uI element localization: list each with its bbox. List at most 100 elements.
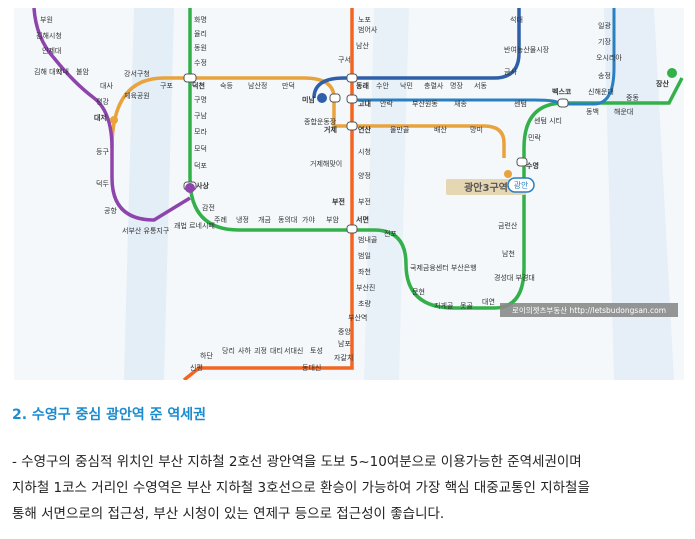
- station-nakmin: 낙민: [400, 81, 413, 90]
- station-seomyeon: 서면: [356, 215, 369, 224]
- station-sasang: 사상: [196, 181, 209, 190]
- station-moran: 모라: [194, 127, 207, 136]
- station-nampo: 남포: [338, 339, 351, 348]
- line3-marker: [110, 116, 118, 124]
- station-busanjin: 범내골: [358, 235, 378, 244]
- station-busanjin2: 부산진: [356, 283, 375, 292]
- station-buam: 부암: [326, 216, 339, 224]
- station-gyodae: 고대: [358, 99, 371, 108]
- station-jeonpo: 전포: [384, 229, 397, 238]
- station-ilgwang: 일광: [598, 21, 611, 30]
- station-jaesong: 재송: [454, 100, 467, 108]
- station-inje: 인제대: [42, 46, 61, 55]
- interchange-bexco: [557, 98, 569, 108]
- station-geumsa: 금사: [504, 67, 517, 76]
- station-hwamyeong: 화명: [194, 15, 207, 24]
- station-jagalchi: 자갈치: [334, 353, 353, 362]
- station-myeongjang: 명장: [450, 81, 463, 90]
- station-gimhae-daehak: 김해 대학: [34, 67, 63, 76]
- station-bujeon-dong: 부전: [358, 197, 371, 206]
- station-seodaesin: 서대신: [284, 346, 303, 355]
- station-sujeong: 수정: [194, 58, 207, 67]
- station-dangri: 당리: [222, 346, 235, 355]
- station-osiria: 오시리아: [596, 53, 622, 62]
- station-busanwondong: 부산원동: [412, 99, 438, 108]
- station-jungang: 중앙: [338, 328, 351, 336]
- map-watermark: 로이의젯츠부동산 http://letsbudongsan.com: [512, 305, 666, 315]
- station-sinhae: 신해운대: [588, 87, 614, 96]
- station-bexco: 벡스코: [552, 87, 572, 96]
- station-dongrae: 동래: [356, 81, 369, 90]
- station-millak: 민락: [528, 133, 541, 142]
- station-yeonsan: 연산: [358, 125, 371, 134]
- station-dongdaesin: 동대신: [302, 363, 321, 372]
- station-geumnyeon: 금련산: [498, 221, 518, 230]
- station-seonbyeon: 센텀: [514, 99, 527, 108]
- station-gumyeong: 구명: [194, 95, 207, 104]
- station-jangsan: 장산: [656, 79, 669, 88]
- interchange-dongrae: [346, 73, 358, 83]
- station-gimhae-sicheong: 김해시청: [36, 31, 62, 40]
- station-namsan: 남산: [356, 41, 369, 50]
- station-seokdae: 석대: [510, 15, 523, 24]
- station-saha: 사하: [238, 346, 251, 355]
- station-daejeo: 대저: [94, 113, 107, 122]
- station-seobusan: 서부산 유통지구: [122, 226, 170, 235]
- station-gunam: 구남: [194, 111, 207, 120]
- station-motgol: 못골: [460, 302, 473, 310]
- station-deokdu: 덕두: [96, 179, 109, 188]
- station-gonghang: 공항: [104, 206, 117, 215]
- station-bujeon: 부전: [332, 197, 345, 206]
- interchange-yeonsan: [346, 121, 358, 131]
- station-daesa: 대사: [100, 81, 113, 90]
- busan-gimhae-marker: [185, 183, 195, 193]
- station-gupo: 구포: [160, 82, 173, 90]
- station-suan: 수안: [376, 81, 389, 90]
- station-kyungsung: 경성대 부경대: [494, 273, 535, 282]
- station-myeonggeun: 범일: [358, 251, 371, 260]
- station-gangseo: 강서구청: [124, 69, 150, 78]
- station-banyeo: 반여농산물시장: [504, 45, 550, 54]
- interchange-suyeong: [516, 157, 528, 167]
- station-naengjeong: 냉정: [236, 215, 249, 224]
- station-jiraek: 지내: [56, 67, 69, 76]
- station-munhyeon: 문현: [412, 288, 425, 296]
- station-jigegol: 지게골: [434, 301, 454, 310]
- station-cheongdam: 체육공원: [124, 91, 150, 100]
- station-haeundae: 해운대: [614, 107, 633, 116]
- station-toseong: 토성: [310, 346, 323, 355]
- station-deungu: 등구: [96, 148, 109, 156]
- station-pyeonggang: 평강: [96, 97, 109, 106]
- station-jurye: 주례: [214, 215, 227, 224]
- station-dongui: 동의대: [278, 215, 297, 224]
- station-gukje: 국제금융센터 부산은행: [410, 263, 477, 272]
- station-dongbaek: 동백: [586, 107, 599, 116]
- station-suyeong: 수영: [526, 161, 539, 170]
- station-deokpo: 덕포: [194, 161, 207, 170]
- station-anrak: 안락: [380, 99, 393, 108]
- station-gaya: 가야: [302, 215, 315, 224]
- station-sinpyeong: 신평: [190, 363, 203, 372]
- station-jungdong: 중동: [626, 94, 639, 102]
- gwangan-dot: [504, 170, 512, 178]
- station-geoje: 거제: [324, 125, 337, 134]
- section-title: 2. 수영구 중심 광안역 준 역세권: [12, 407, 206, 423]
- line4-marker: [317, 93, 327, 103]
- section-paragraph: - 수영구의 중심적 위치인 부산 지하철 2호선 광안역을 도보 5~10여분…: [12, 449, 687, 527]
- interchange-minam: [329, 93, 341, 103]
- paragraph-line-3: 통해 서면으로의 접근성, 부산 시청이 있는 연제구 등으로 접근성이 좋습니…: [12, 506, 445, 522]
- station-songjeong: 송정: [598, 71, 611, 80]
- station-baesan: 배산: [434, 125, 447, 134]
- line2-terminus-marker: [667, 68, 677, 78]
- station-namcheon: 남천: [502, 249, 515, 258]
- station-gamjeon: 감전: [202, 203, 215, 212]
- station-namsanjeong: 남산정: [248, 81, 267, 90]
- station-goejeong: 괴정: [254, 346, 267, 355]
- gwangan-badge: 광안: [514, 180, 529, 190]
- highlight-label: 광안3구역: [464, 181, 508, 194]
- station-gwangan-yeonsan: 종합운동장: [304, 117, 337, 126]
- station-seodong: 서동: [474, 81, 487, 90]
- station-gaegeum: 개금: [258, 215, 271, 224]
- station-jwacheon: 좌천: [358, 267, 371, 276]
- station-deokcheon: 덕천: [192, 81, 205, 90]
